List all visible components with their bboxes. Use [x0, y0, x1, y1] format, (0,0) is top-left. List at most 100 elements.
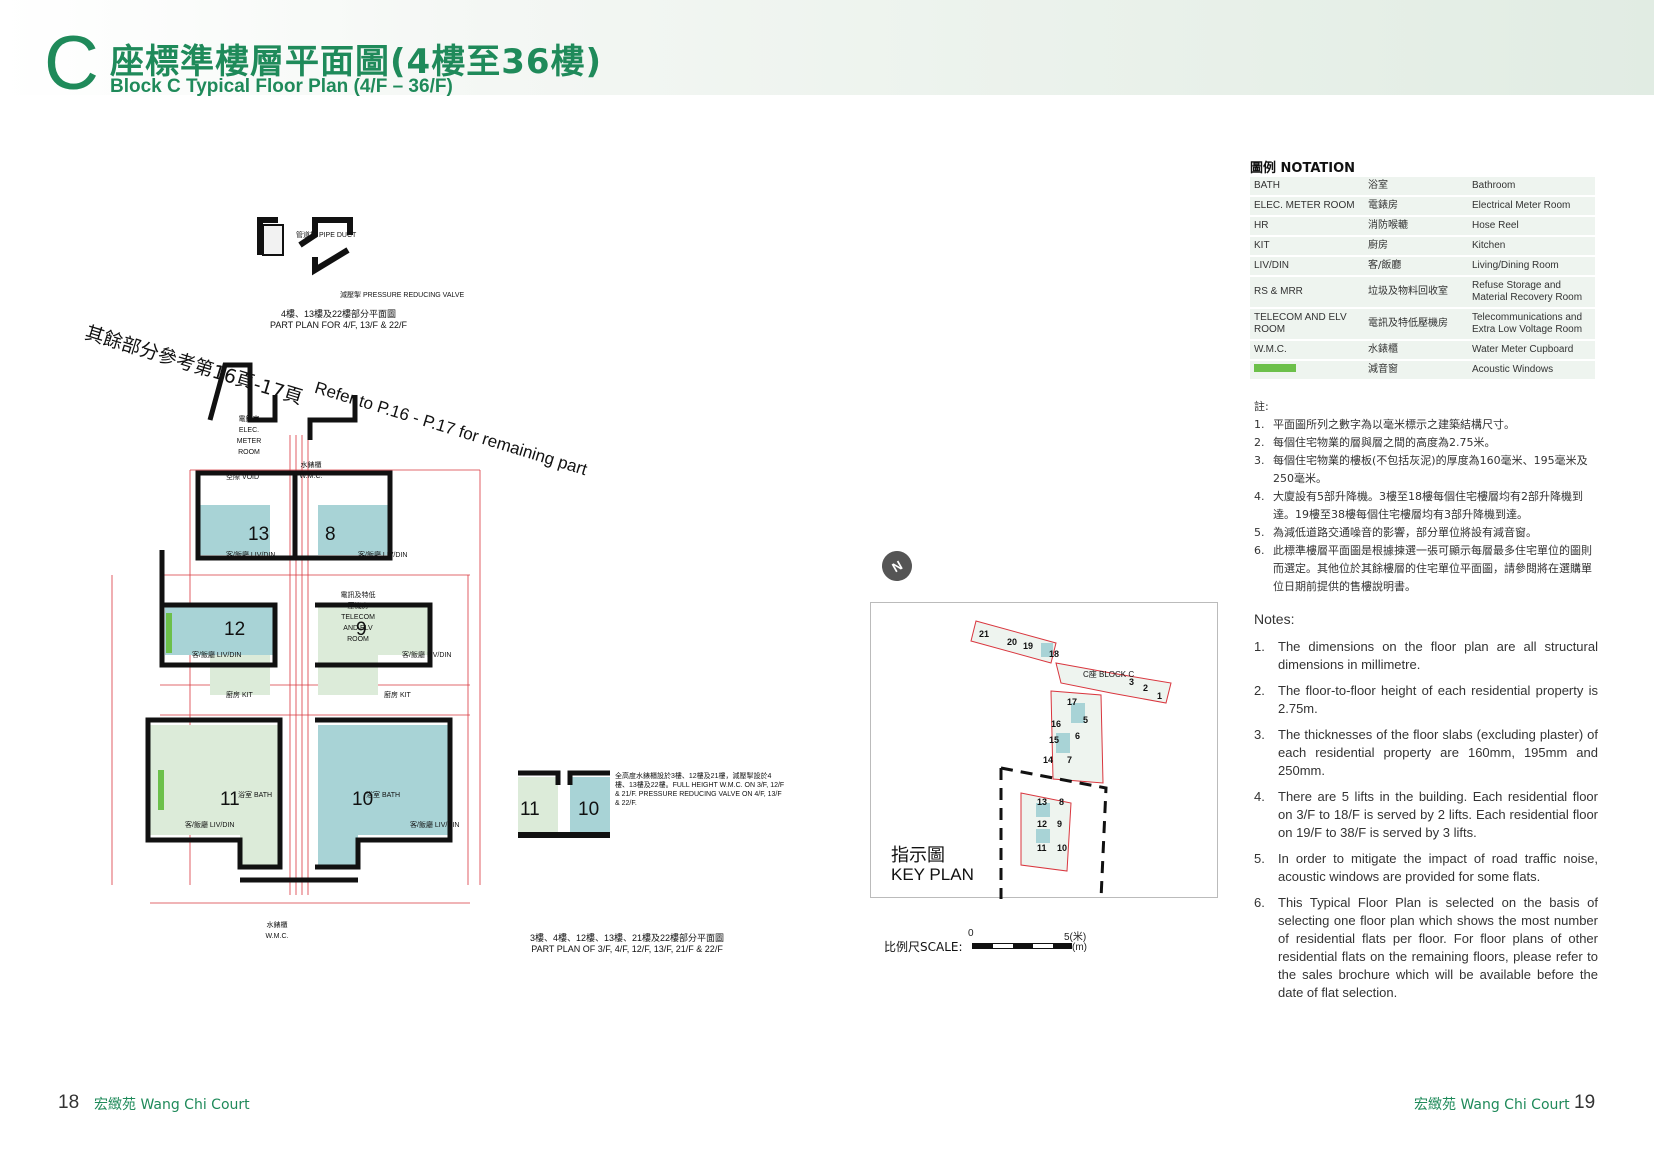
telecom-label: 電訊及特低壓機房 TELECOM AND ELV ROOM [340, 592, 376, 643]
prv-label: 減壓掣 PRESSURE REDUCING VALVE [340, 292, 465, 299]
svg-text:19: 19 [1023, 641, 1033, 651]
flat-11-livdin-label: 客/飯廳 LIV/DIN [185, 822, 235, 829]
key-plan: 1 2 3 5 6 7 8 9 10 11 12 13 14 15 16 17 … [870, 602, 1218, 899]
flat-12-living [165, 605, 275, 655]
part-flat-11: 11 [520, 799, 540, 820]
wmc-bottom-label: 水錶櫃 W.M.C. [265, 922, 289, 940]
flat-11-bath-label: 浴室 BATH [238, 792, 273, 799]
north-arrow-icon: N [876, 545, 918, 587]
flat-10-bath-label: 浴室 BATH [366, 792, 401, 799]
flat-10-livdin-label: 客/飯廳 LIV/DIN [410, 822, 460, 829]
flat-12-kit-label: 廚房 KIT [226, 692, 253, 699]
part-plan-top-label: 4樓、13樓及22樓部分平面圖 PART PLAN FOR 4/F, 13/F … [270, 309, 408, 330]
footer-name-right: 宏緻苑 Wang Chi Court [1414, 1097, 1570, 1113]
flat-number-11: 11 [220, 789, 240, 810]
svg-text:2: 2 [1143, 683, 1148, 693]
key-plan-highlight-frame [999, 766, 1108, 899]
scale-bar-row: 比例尺SCALE: 0 5(米) (m) [884, 928, 1104, 958]
page-number-right: 19 [1574, 1092, 1596, 1113]
key-plan-title-en: KEY PLAN [891, 865, 974, 884]
svg-text:17: 17 [1067, 697, 1077, 707]
flat-numbers: 13 8 12 9 11 10 [220, 524, 373, 810]
notation-title: 圖例 NOTATION [1250, 161, 1356, 176]
scale-bar [972, 943, 1072, 949]
wmc-top-label: 水錶櫃 W.M.C. [299, 462, 323, 480]
void-label: 空隙 VOID [226, 474, 260, 481]
svg-text:8: 8 [1059, 797, 1064, 807]
list-item: 4.大廈設有5部升降機。3樓至18樓每個住宅樓層均有2部升降機到達。19樓至38… [1254, 490, 1583, 521]
walls [145, 362, 453, 883]
flat-9-kit-label: 廚房 KIT [384, 692, 411, 699]
key-plan-block-label: C座 BLOCK C [1083, 669, 1134, 679]
wmc-note: 全高度水錶櫃設於3樓、12樓及21樓，減壓掣設於4樓、13樓及22樓。FULL … [615, 773, 785, 807]
notes-en: Notes: 1.The dimensions on the floor pla… [1254, 610, 1598, 1010]
flat-11-living [148, 725, 278, 835]
footer-name-left: 宏緻苑 Wang Chi Court [94, 1097, 250, 1113]
svg-text:20: 20 [1007, 637, 1017, 647]
acoustic-window-swatch [1254, 364, 1296, 372]
page-title-zh: 座標準樓層平面圖(4樓至36樓) [110, 42, 603, 82]
svg-text:5: 5 [1083, 715, 1088, 725]
svg-text:10: 10 [1057, 843, 1067, 853]
flat-number-13: 13 [248, 524, 269, 545]
block-letter: C [44, 21, 99, 106]
flat-9-livdin-label: 客/飯廳 LIV/DIN [402, 652, 452, 659]
flat-12-livdin-label: 客/飯廳 LIV/DIN [192, 652, 242, 659]
scale-unit: (m) [1072, 942, 1087, 953]
part-flat-10: 10 [578, 799, 599, 820]
part-plan-bottom: 11 10 [518, 770, 610, 838]
notes-zh-heading: 註: [1254, 400, 1269, 413]
flat-number-8: 8 [325, 524, 336, 545]
pipe-duct-label: 管道槽 PIPE DUCT [296, 232, 357, 239]
svg-text:14: 14 [1043, 755, 1053, 765]
list-item: 3.The thicknesses of the floor slabs (ex… [1254, 727, 1598, 778]
svg-text:1: 1 [1157, 691, 1162, 701]
svg-text:7: 7 [1067, 755, 1072, 765]
list-item: 2.每個住宅物業的層與層之間的高度為2.75米。 [1254, 436, 1496, 449]
svg-text:6: 6 [1075, 731, 1080, 741]
part-plan-top [257, 217, 353, 276]
flat-13-livdin-label: 客/飯廳 LIV/DIN [226, 552, 276, 559]
scale-zero: 0 [968, 928, 974, 939]
page-number-left: 18 [58, 1092, 80, 1113]
flat-number-9: 9 [356, 619, 367, 640]
list-item: 6.This Typical Floor Plan is selected on… [1254, 895, 1598, 1000]
flat-9-living [318, 605, 428, 655]
flat-number-10: 10 [352, 789, 373, 810]
svg-text:3: 3 [1129, 677, 1134, 687]
notes-en-heading: Notes: [1254, 611, 1295, 627]
flat-fills [148, 505, 448, 865]
elec-room-label: 電錶房 ELEC. METER ROOM [236, 416, 262, 456]
flat-number-12: 12 [224, 619, 245, 640]
list-item: 1.The dimensions on the floor plan are a… [1254, 639, 1598, 672]
list-item: 1.平面圖所列之數字為以毫米標示之建築結構尺寸。 [1254, 418, 1515, 431]
svg-text:11: 11 [1037, 843, 1047, 853]
notes-zh: 註: 1.平面圖所列之數字為以毫米標示之建築結構尺寸。 2.每個住宅物業的層與層… [1254, 398, 1598, 596]
floor-plan-svg: 13 8 12 9 11 10 11 10 [111, 217, 610, 904]
list-item: 5.為減低道路交通噪音的影響，部分單位將設有減音窗。 [1254, 526, 1537, 539]
dimension-lines [111, 435, 481, 904]
header-band [0, 0, 1654, 95]
flat-10-living [318, 725, 448, 835]
list-item: 4.There are 5 lifts in the building. Eac… [1254, 789, 1598, 840]
part-plan-bottom-label: 3樓、4樓、12樓、13樓、21樓及22樓部分平面圖 PART PLAN OF … [530, 933, 725, 954]
svg-text:13: 13 [1037, 797, 1047, 807]
flat-8-livdin-label: 客/飯廳 LIV/DIN [358, 552, 408, 559]
svg-text:12: 12 [1037, 819, 1047, 829]
key-plan-highlights [1036, 643, 1085, 843]
list-item: 3.每個住宅物業的樓板(不包括灰泥)的厚度為160毫米、195毫米及250毫米。 [1254, 454, 1588, 485]
scale-label: 比例尺SCALE: [884, 940, 963, 954]
flat-8-living [318, 505, 388, 555]
list-item: 2.The floor-to-floor height of each resi… [1254, 683, 1598, 716]
page-title-en: Block C Typical Floor Plan (4/F – 36/F) [110, 76, 453, 97]
